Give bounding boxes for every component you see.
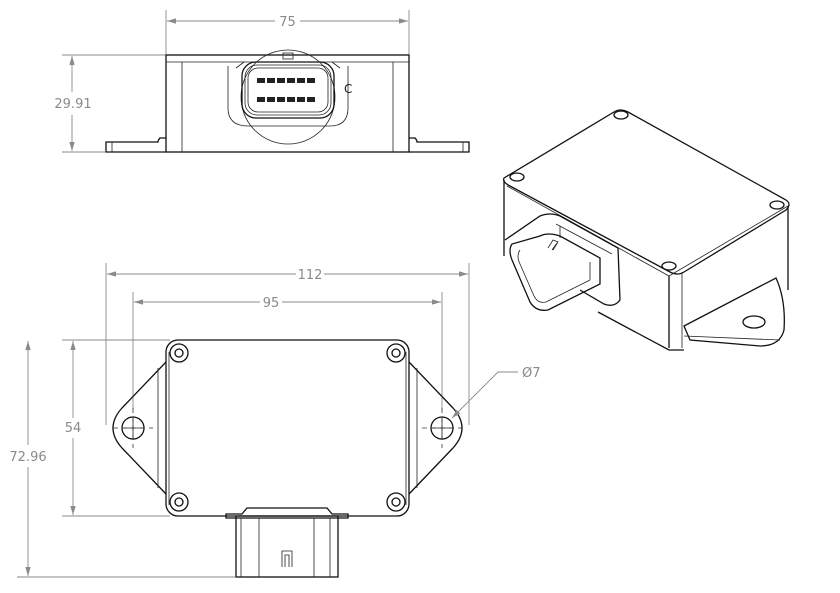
dim-width-75: 75 — [279, 15, 296, 30]
front-view: 75 29.91 C — [54, 10, 470, 153]
dim-body-depth-54: 54 — [65, 421, 82, 436]
detail-label-c: C — [344, 82, 352, 96]
top-view: 112 95 54 72.96 — [9, 263, 541, 578]
mounting-hole-right — [422, 408, 462, 448]
corner-screws — [169, 343, 406, 512]
dim-height-29-91: 29.91 — [54, 97, 91, 112]
dim-overall-depth-72-96: 72.96 — [9, 450, 46, 465]
dim-overall-width-112: 112 — [298, 268, 323, 283]
mounting-hole-left — [113, 408, 153, 448]
dim-hole-diameter-7: Ø7 — [522, 366, 541, 381]
isometric-view — [502, 109, 790, 351]
dim-hole-spacing-95: 95 — [263, 296, 280, 311]
connector-pins — [257, 78, 315, 102]
